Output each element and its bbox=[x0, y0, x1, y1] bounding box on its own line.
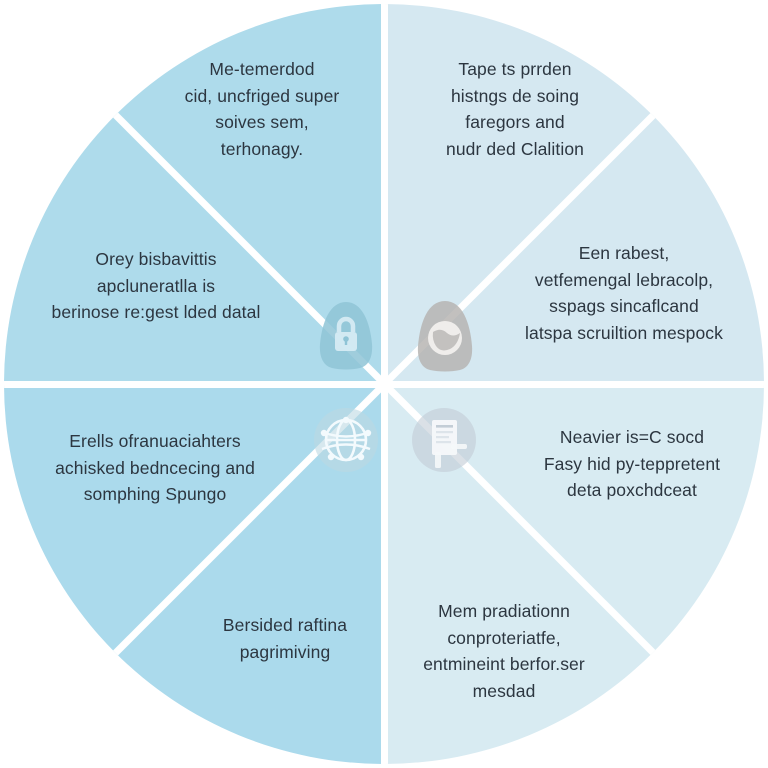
document-icon bbox=[402, 400, 486, 484]
globe-icon bbox=[402, 292, 488, 378]
segment-label-top-right: Tape ts prrden histngs de soing faregors… bbox=[446, 59, 584, 159]
segment-label-mid-left: Orey bisbavittis apcluneratlla is berino… bbox=[51, 249, 261, 323]
network-globe-icon bbox=[304, 400, 388, 484]
segment-label-bottom-right: Mem pradiationn conproteriatfe, entminei… bbox=[423, 601, 585, 701]
segment-label-low-left: Erells ofranuaciahters achisked bednceci… bbox=[55, 431, 255, 505]
segment-label-bottom-left: Bersided raftina pagrimiving bbox=[222, 615, 348, 662]
circle-wheel bbox=[4, 4, 764, 764]
segment-label-top-left: Me-temerdod cid, uncfriged super soives … bbox=[184, 59, 340, 159]
divider-horizontal bbox=[4, 380, 764, 388]
padlock-icon bbox=[304, 292, 388, 376]
segment-label-mid-right: Een rabest, vetfemengal lebracolp, sspag… bbox=[525, 243, 723, 343]
segment-label-low-right: Neavier is=C socd Fasy hid py-teppretent… bbox=[543, 427, 721, 501]
